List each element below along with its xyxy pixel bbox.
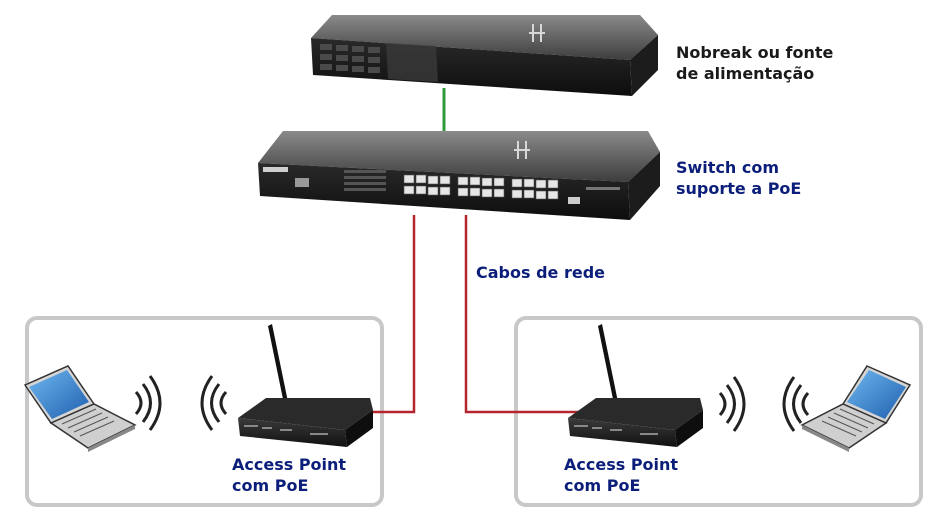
access-point-left-label-line2: com PoE	[232, 476, 309, 495]
access-point-left	[238, 324, 373, 447]
switch-label-line1: Switch com	[676, 158, 780, 177]
switch-label: Switch com suporte a PoE	[676, 157, 801, 199]
ups-label: Nobreak ou fonte de alimentação	[676, 42, 833, 84]
access-point-right-label: Access Point com PoE	[564, 454, 678, 496]
network-cable-left	[373, 215, 416, 414]
laptop-icon	[23, 365, 137, 452]
access-point-right-label-line2: com PoE	[564, 476, 641, 495]
brand-logo	[529, 24, 545, 42]
access-point-left-label: Access Point com PoE	[232, 454, 346, 496]
ups-label-line1: Nobreak ou fonte	[676, 43, 834, 62]
ups-device	[311, 15, 658, 96]
wifi-signal-icon	[718, 376, 810, 432]
ethernet-ports	[403, 174, 559, 200]
wifi-signal-icon	[134, 375, 228, 431]
switch-label-line2: suporte a PoE	[676, 179, 802, 198]
access-point-left-label-line1: Access Point	[232, 455, 347, 474]
cables-label: Cabos de rede	[476, 263, 605, 282]
poe-switch	[258, 131, 660, 220]
access-point-right-label-line1: Access Point	[564, 455, 679, 474]
brand-logo	[514, 141, 530, 159]
access-point-right	[568, 324, 703, 447]
ups-label-line2: de alimentação	[676, 64, 815, 83]
network-cable-right	[464, 215, 580, 414]
laptop-icon	[800, 365, 912, 452]
